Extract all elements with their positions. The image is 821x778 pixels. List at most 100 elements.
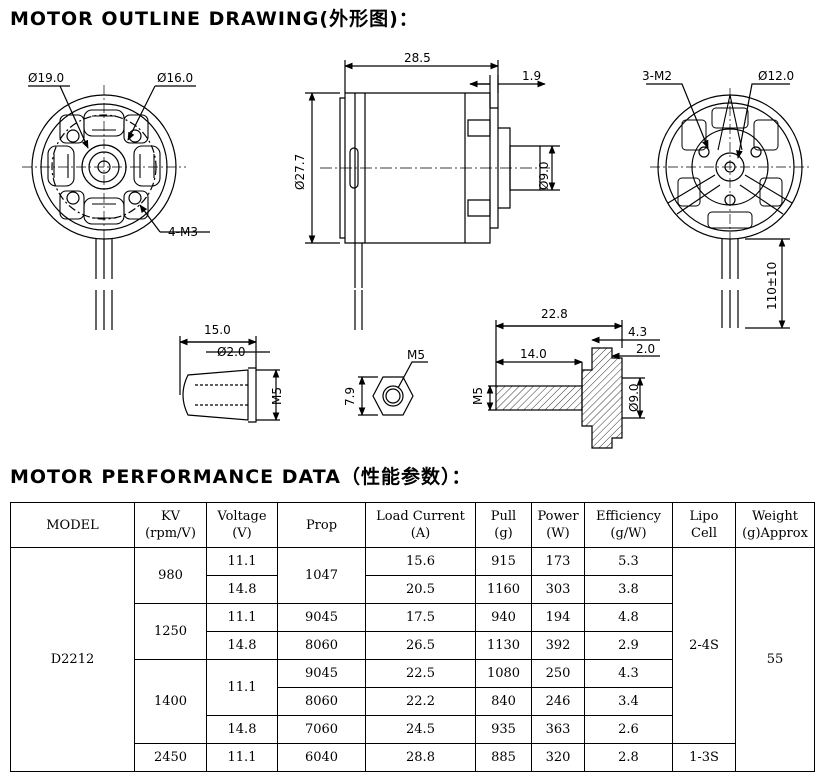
dim-adapter-d9: Ø9.0 bbox=[627, 383, 641, 412]
cell-current: 26.5 bbox=[365, 631, 476, 660]
cell-kv: 2450 bbox=[134, 743, 207, 772]
cell-current: 22.5 bbox=[365, 659, 476, 688]
dim-cone-m5: M5 bbox=[270, 387, 284, 405]
cell-efficiency: 3.8 bbox=[584, 575, 673, 604]
cell-pull: 1080 bbox=[475, 659, 532, 688]
cell-current: 22.2 bbox=[365, 687, 476, 716]
outline-heading: MOTOR OUTLINE DRAWING(外形图)： bbox=[10, 8, 419, 30]
cell-current: 20.5 bbox=[365, 575, 476, 604]
prop-cone bbox=[179, 336, 280, 423]
dim-adapter-flange: 4.3 bbox=[628, 325, 647, 339]
dim-front-d19: Ø19.0 bbox=[28, 71, 64, 85]
table-row: 14.8 8060 26.5 1130 392 2.9 bbox=[11, 631, 815, 660]
cell-model: D2212 bbox=[10, 547, 135, 772]
cell-efficiency: 2.8 bbox=[584, 743, 673, 772]
prop-adapter bbox=[486, 320, 660, 449]
header-prop: Prop bbox=[277, 502, 366, 548]
cell-kv: 1400 bbox=[134, 659, 207, 744]
header-load-current: Load Current(A) bbox=[365, 502, 476, 548]
dim-cone-d2: Ø2.0 bbox=[217, 345, 246, 359]
table-row: 2450 11.1 6040 28.8 885 320 2.8 1-3S bbox=[11, 743, 815, 772]
dim-adapter-m5: M5 bbox=[471, 387, 485, 405]
cell-efficiency: 3.4 bbox=[584, 687, 673, 716]
header-pull: Pull(g) bbox=[475, 502, 532, 548]
table-header-row: MODEL KV(rpm/V) Voltage(V) Prop Load Cur… bbox=[10, 502, 815, 548]
cell-pull: 1160 bbox=[475, 575, 532, 604]
cell-power: 320 bbox=[531, 743, 585, 772]
cell-power: 392 bbox=[531, 631, 585, 660]
cell-current: 28.8 bbox=[365, 743, 476, 772]
dim-nut-m5: M5 bbox=[407, 348, 425, 362]
cell-pull: 935 bbox=[475, 715, 532, 744]
dim-cone-length: 15.0 bbox=[204, 323, 231, 337]
cell-prop: 1047 bbox=[277, 547, 366, 604]
dim-rear-m2: 3-M2 bbox=[642, 69, 672, 83]
cell-power: 246 bbox=[531, 687, 585, 716]
table-row: 14.8 20.5 1160 303 3.8 bbox=[11, 575, 815, 604]
cell-prop: 7060 bbox=[277, 715, 366, 744]
cell-power: 194 bbox=[531, 603, 585, 632]
cell-prop: 8060 bbox=[277, 631, 366, 660]
cell-pull: 1130 bbox=[475, 631, 532, 660]
dim-rear-lead: 110±10 bbox=[765, 262, 779, 310]
table-row: 1400 11.1 9045 22.5 1080 250 4.3 bbox=[11, 659, 815, 744]
performance-table: MODEL KV(rpm/V) Voltage(V) Prop Load Cur… bbox=[10, 502, 815, 772]
nut bbox=[358, 361, 428, 416]
cell-lipo: 1-3S bbox=[672, 743, 736, 772]
cell-voltage: 11.1 bbox=[206, 743, 278, 772]
cell-power: 173 bbox=[531, 547, 585, 576]
front-view bbox=[22, 85, 210, 330]
cell-voltage: 14.8 bbox=[206, 575, 278, 604]
cell-pull: 840 bbox=[475, 687, 532, 716]
cell-pull: 915 bbox=[475, 547, 532, 576]
cell-pull: 940 bbox=[475, 603, 532, 632]
cell-pull: 885 bbox=[475, 743, 532, 772]
dim-adapter-14: 14.0 bbox=[520, 347, 547, 361]
dim-side-shaft: Ø9.0 bbox=[537, 161, 551, 190]
cell-current: 24.5 bbox=[365, 715, 476, 744]
cell-power: 303 bbox=[531, 575, 585, 604]
dim-side-diameter: Ø27.7 bbox=[293, 154, 307, 190]
cell-voltage: 14.8 bbox=[206, 715, 278, 744]
dim-nut-height: 7.9 bbox=[343, 387, 357, 406]
cell-kv: 1250 bbox=[134, 603, 207, 660]
cell-efficiency: 5.3 bbox=[584, 547, 673, 576]
table-row: 1250 11.1 9045 17.5 940 194 4.8 bbox=[11, 603, 815, 660]
cell-prop: 9045 bbox=[277, 659, 366, 688]
cell-efficiency: 4.8 bbox=[584, 603, 673, 632]
cell-power: 363 bbox=[531, 715, 585, 744]
dim-adapter-length: 22.8 bbox=[541, 307, 568, 321]
header-power: Power(W) bbox=[531, 502, 585, 548]
cell-prop: 8060 bbox=[277, 687, 366, 716]
cell-power: 250 bbox=[531, 659, 585, 688]
cell-efficiency: 2.6 bbox=[584, 715, 673, 744]
cell-voltage: 11.1 bbox=[206, 547, 278, 576]
cell-current: 15.6 bbox=[365, 547, 476, 576]
dim-side-length: 28.5 bbox=[404, 51, 431, 65]
cell-kv: 980 bbox=[134, 547, 207, 604]
table-row: 8060 22.2 840 246 3.4 bbox=[11, 687, 815, 716]
cell-current: 17.5 bbox=[365, 603, 476, 632]
cell-efficiency: 4.3 bbox=[584, 659, 673, 688]
cell-prop: 6040 bbox=[277, 743, 366, 772]
table-row: 14.8 7060 24.5 935 363 2.6 bbox=[11, 715, 815, 744]
header-model: MODEL bbox=[10, 502, 135, 548]
header-weight: Weight(g)Approx bbox=[735, 502, 815, 548]
header-kv: KV(rpm/V) bbox=[134, 502, 207, 548]
dim-front-d16: Ø16.0 bbox=[157, 71, 193, 85]
cell-efficiency: 2.9 bbox=[584, 631, 673, 660]
cell-voltage: 11.1 bbox=[206, 659, 278, 716]
cell-lipo: 2-4S bbox=[672, 547, 736, 744]
header-voltage: Voltage(V) bbox=[206, 502, 278, 548]
dim-side-step: 1.9 bbox=[522, 69, 541, 83]
dim-front-m3: 4-M3 bbox=[168, 225, 198, 239]
cell-prop: 9045 bbox=[277, 603, 366, 632]
motor-outline-drawing: Ø19.0 Ø16.0 4-M3 28.5 1.9 Ø27.7 Ø9.0 3-M… bbox=[22, 51, 810, 449]
side-view bbox=[305, 60, 560, 330]
cell-voltage: 14.8 bbox=[206, 631, 278, 660]
table-row: D2212 980 11.1 1047 15.6 915 173 5.3 2-4… bbox=[10, 547, 815, 772]
performance-heading: MOTOR PERFORMANCE DATA（性能参数）： bbox=[10, 466, 472, 488]
cell-voltage: 11.1 bbox=[206, 603, 278, 632]
rear-view bbox=[646, 83, 810, 329]
